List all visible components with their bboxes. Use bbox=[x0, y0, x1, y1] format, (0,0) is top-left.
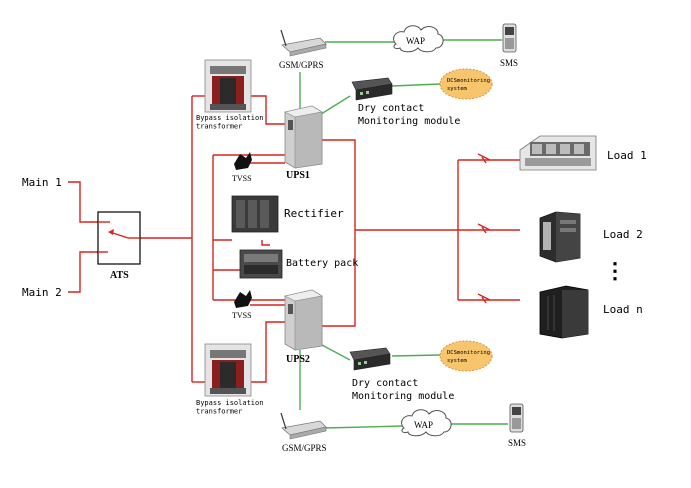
dry-contact2-line1: Dry contact bbox=[352, 378, 418, 389]
rectifier-battery-link bbox=[261, 240, 270, 246]
monitor1-line2: system bbox=[447, 86, 468, 92]
loadn-device: Load n bbox=[539, 285, 643, 339]
wap1-label: WAP bbox=[406, 36, 425, 46]
tvss1-device: TVSS bbox=[232, 152, 252, 183]
ups2-label: UPS2 bbox=[286, 354, 310, 365]
monitoring-system-1: DCSmonitoring system bbox=[439, 68, 493, 100]
monitor1-line1: DCSmonitoring bbox=[447, 78, 490, 84]
breaker-load1 bbox=[477, 153, 491, 161]
drycontact2-to-monitor bbox=[391, 354, 441, 357]
dry-contact1-line1: Dry contact bbox=[358, 103, 424, 114]
drycontact1-to-monitor bbox=[391, 83, 441, 87]
tvss2-device: TVSS bbox=[232, 290, 252, 320]
sms1-label: SMS bbox=[500, 58, 518, 68]
ats-box bbox=[97, 211, 141, 265]
monitor2-line2: system bbox=[447, 358, 468, 364]
main2-label: Main 2 bbox=[22, 286, 62, 299]
wap-cloud-2: WAP bbox=[401, 409, 452, 437]
power-lines bbox=[68, 95, 520, 383]
main2-line bbox=[68, 251, 100, 293]
sms-phone-1: SMS bbox=[500, 23, 518, 68]
load-breakers bbox=[477, 153, 491, 304]
tvss1-label: TVSS bbox=[232, 174, 252, 183]
ups1-cabinet: UPS1 bbox=[284, 105, 323, 181]
ups1-label: UPS1 bbox=[286, 170, 310, 181]
load1-label: Load 1 bbox=[607, 149, 647, 162]
gsm-modem-1: GSM/GPRS bbox=[279, 29, 327, 70]
monitoring-system-2: DCSmonitoring system bbox=[439, 340, 493, 372]
breaker-loadn bbox=[477, 293, 491, 301]
ats-switch: ATS bbox=[97, 211, 141, 281]
main1-line bbox=[68, 181, 100, 223]
rectifier-label: Rectifier bbox=[284, 207, 344, 220]
load2-device: Load 2 bbox=[539, 211, 643, 263]
gsm2-label: GSM/GPRS bbox=[282, 443, 327, 453]
gsm1-label: GSM/GPRS bbox=[279, 60, 324, 70]
gsm-modem-2: GSM/GPRS bbox=[280, 412, 327, 453]
dry-contact1-line2: Monitoring module bbox=[358, 116, 460, 127]
gsm2-to-wap bbox=[324, 425, 404, 429]
battery-pack-device: Battery pack bbox=[239, 249, 358, 279]
tvss2-label: TVSS bbox=[232, 311, 252, 320]
loadn-label: Load n bbox=[603, 303, 643, 316]
battery-label: Battery pack bbox=[286, 258, 358, 269]
transformer2-to-ups2 bbox=[250, 321, 285, 383]
main1-label: Main 1 bbox=[22, 176, 62, 189]
ups2-to-drycontact bbox=[321, 344, 351, 361]
ups2-cabinet: UPS2 bbox=[284, 289, 323, 365]
sms2-label: SMS bbox=[508, 438, 526, 448]
comm-lines bbox=[299, 39, 508, 429]
load2-label: Load 2 bbox=[603, 228, 643, 241]
dry-contact-module-2: Dry contact Monitoring module bbox=[349, 347, 454, 402]
breaker-load2 bbox=[477, 223, 491, 231]
monitor2-line1: DCSmonitoring bbox=[447, 350, 490, 356]
loads-ellipsis: ⋮ bbox=[604, 258, 626, 283]
rectifier-device: Rectifier bbox=[231, 195, 344, 233]
wap2-label: WAP bbox=[414, 420, 433, 430]
transformer1-to-ups1 bbox=[250, 95, 285, 125]
load1-device: Load 1 bbox=[519, 135, 647, 171]
ups1-to-drycontact bbox=[317, 95, 351, 117]
ats-label: ATS bbox=[110, 270, 129, 281]
sms-phone-2: SMS bbox=[508, 403, 526, 448]
dry-contact2-line2: Monitoring module bbox=[352, 391, 454, 402]
ups-output-bus bbox=[322, 139, 356, 327]
dry-contact-module-1: Dry contact Monitoring module bbox=[351, 77, 460, 127]
wap-cloud-1: WAP bbox=[393, 25, 444, 53]
